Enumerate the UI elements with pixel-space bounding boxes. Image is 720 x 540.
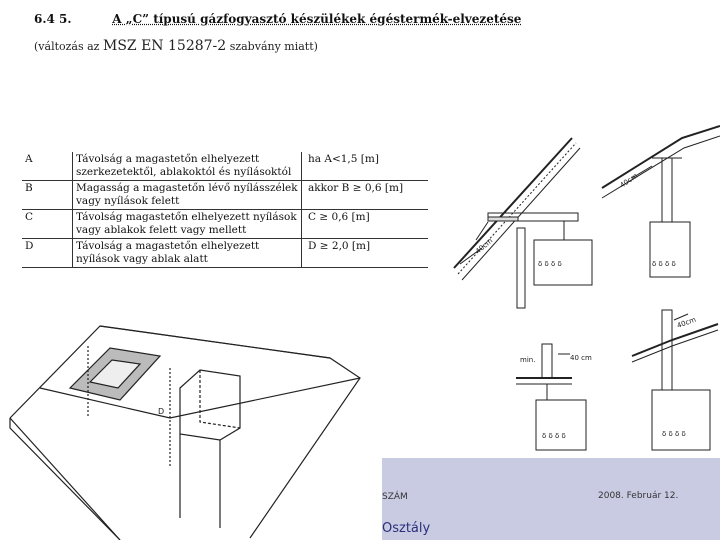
row-description: Távolság magastetőn elhelyezett nyílások… bbox=[72, 209, 302, 239]
row-condition: D ≥ 2,0 [m] bbox=[301, 238, 428, 268]
dimension-label: 40 cm bbox=[570, 354, 592, 362]
appliance-burners: δ δ δ δ bbox=[542, 432, 566, 440]
footer-date: 2008. Február 12. bbox=[598, 491, 679, 501]
section-title: A „C” típusú gázfogyasztó készülékek égé… bbox=[112, 12, 522, 26]
standard-code: MSZ EN 15287-2 bbox=[102, 38, 227, 54]
subtitle-prefix: (változás az bbox=[34, 40, 100, 53]
section-heading: 6.4 5. A „C” típusú gázfogyasztó készülé… bbox=[34, 12, 521, 26]
appliance-burners: δ δ δ δ bbox=[662, 430, 686, 438]
table-row: D Távolság a magastetőn elhelyezett nyíl… bbox=[22, 238, 428, 268]
row-description: Távolság a magastetőn elhelyezett szerke… bbox=[72, 152, 302, 181]
footer-page-label: SZÁM bbox=[382, 492, 408, 502]
roof-chimney-diagram-top: δ δ δ δ δ δ δ δ 40cm 40cm bbox=[453, 125, 720, 309]
footer-band bbox=[382, 458, 720, 540]
row-description: Távolság a magastetőn elhelyezett nyílás… bbox=[72, 238, 302, 268]
appliance-burners: δ δ δ δ bbox=[538, 260, 562, 268]
row-condition: C ≥ 0,6 [m] bbox=[301, 209, 428, 239]
row-letter: C bbox=[22, 209, 73, 239]
requirements-table: A Távolság a magastetőn elhelyezett szer… bbox=[22, 152, 428, 268]
section-number: 6.4 5. bbox=[34, 12, 72, 26]
footer-department: Osztály bbox=[382, 521, 431, 536]
appliance-burners: δ δ δ δ bbox=[652, 260, 676, 268]
dimension-marker: D bbox=[158, 407, 164, 416]
row-description: Magasság a magastetőn lévő nyílásszélek … bbox=[72, 180, 302, 210]
row-letter: A bbox=[22, 152, 73, 181]
row-condition: ha A<1,5 [m] bbox=[301, 152, 428, 181]
row-letter: D bbox=[22, 238, 73, 268]
subtitle-suffix: szabvány miatt) bbox=[229, 40, 318, 53]
subtitle: (változás az MSZ EN 15287-2 szabvány mia… bbox=[34, 38, 318, 54]
dimension-label: min. bbox=[520, 356, 535, 364]
row-letter: B bbox=[22, 180, 73, 210]
roof-flue-diagram-bottom: δ δ δ δ δ δ δ δ 40 cm min. 40cm bbox=[516, 309, 719, 451]
row-condition: akkor B ≥ 0,6 [m] bbox=[301, 180, 428, 210]
table-row: A Távolság a magastetőn elhelyezett szer… bbox=[22, 152, 428, 181]
roof-axonometric-diagram: D bbox=[9, 325, 361, 540]
dimension-label: 40cm bbox=[474, 237, 494, 256]
dimension-label: 40cm bbox=[619, 172, 640, 190]
table-row: B Magasság a magastetőn lévő nyílásszéle… bbox=[22, 180, 428, 210]
table-row: C Távolság magastetőn elhelyezett nyílás… bbox=[22, 209, 428, 239]
